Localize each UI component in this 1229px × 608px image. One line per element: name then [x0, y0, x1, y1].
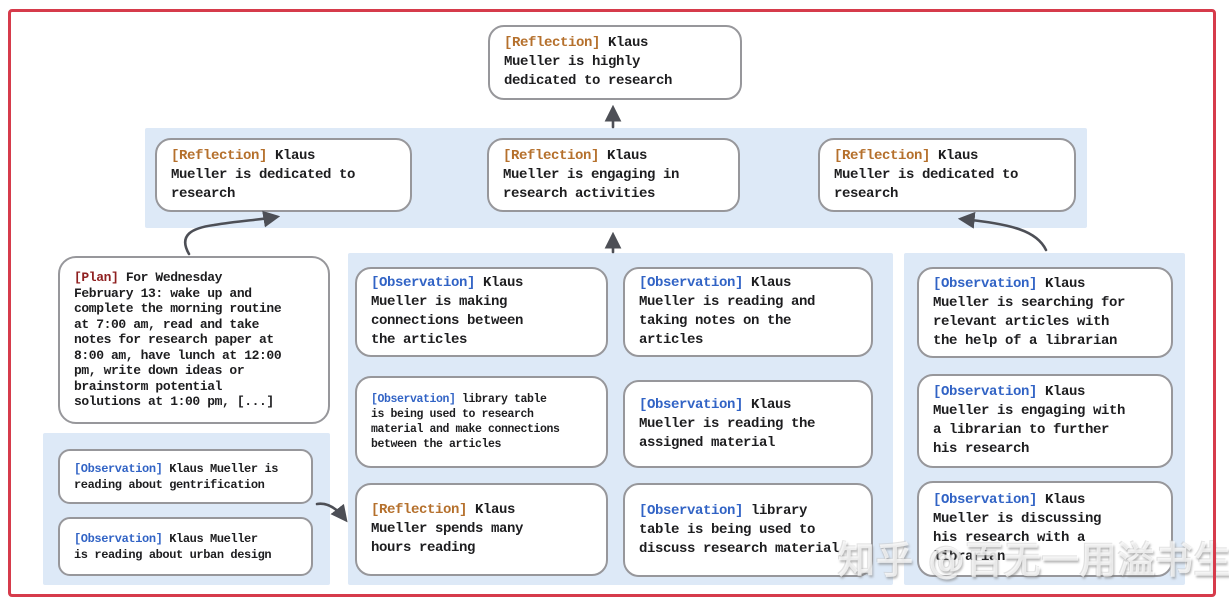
observation-label: [Observation]: [371, 393, 456, 406]
node-observation-library-table-discuss: [Observation] library table is being use…: [623, 483, 873, 577]
node-text: Klaus Mueller is dedicated to research: [834, 147, 1019, 202]
node-text: library table is being used to discuss r…: [639, 502, 840, 557]
node-text: Klaus Mueller is engaging with a librari…: [933, 384, 1126, 457]
node-text: Klaus Mueller is making connections betw…: [371, 275, 524, 348]
plan-label: [Plan]: [74, 270, 119, 286]
node-text: Klaus Mueller spends many hours reading: [371, 502, 524, 556]
observation-label: [Observation]: [933, 384, 1038, 400]
observation-label: [Observation]: [933, 492, 1038, 508]
node-observation-discussing-librarian: [Observation] Klaus Mueller is discussin…: [917, 481, 1173, 577]
reflection-label: [Reflection]: [504, 35, 601, 51]
reflection-label: [Reflection]: [503, 147, 600, 164]
node-reflection-2: [Reflection] Klaus Mueller is engaging i…: [487, 138, 740, 212]
node-text: For Wednesday February 13: wake up and c…: [74, 270, 282, 410]
observation-label: [Observation]: [74, 531, 163, 546]
node-text: Klaus Mueller is dedicated to research: [171, 147, 356, 202]
observation-label: [Observation]: [74, 461, 163, 476]
reflection-label: [Reflection]: [171, 147, 268, 164]
node-observation-searching-articles: [Observation] Klaus Mueller is searching…: [917, 267, 1173, 358]
node-reflection-1: [Reflection] Klaus Mueller is dedicated …: [155, 138, 412, 212]
node-plan: [Plan] For Wednesday February 13: wake u…: [58, 256, 330, 424]
node-text: Klaus Mueller is highly dedicated to res…: [504, 35, 673, 89]
node-text: Klaus Mueller is discussing his research…: [933, 492, 1102, 565]
node-text: Klaus Mueller is reading about gentrific…: [74, 461, 279, 492]
node-observation-assigned-material: [Observation] Klaus Mueller is reading t…: [623, 380, 873, 468]
observation-label: [Observation]: [933, 275, 1038, 292]
node-observation-urban-design: [Observation] Klaus Mueller is reading a…: [58, 517, 313, 576]
node-observation-taking-notes: [Observation] Klaus Mueller is reading a…: [623, 267, 873, 357]
node-observation-gentrification: [Observation] Klaus Mueller is reading a…: [58, 449, 313, 504]
node-observation-engaging-librarian: [Observation] Klaus Mueller is engaging …: [917, 374, 1173, 468]
reflection-label: [Reflection]: [371, 502, 468, 518]
observation-label: [Observation]: [639, 275, 744, 291]
node-text: library table is being used to research …: [371, 393, 560, 451]
node-text: Klaus Mueller is engaging in research ac…: [503, 147, 680, 202]
zhihu-watermark: 知乎 @百无一用溢书生: [838, 539, 1229, 582]
reflection-label: [Reflection]: [834, 147, 931, 164]
node-observation-making-connections: [Observation] Klaus Mueller is making co…: [355, 267, 608, 357]
observation-label: [Observation]: [639, 396, 744, 413]
node-text: Klaus Mueller is searching for relevant …: [933, 275, 1126, 349]
node-observation-library-table-research: [Observation] library table is being use…: [355, 376, 608, 468]
node-root-reflection: [Reflection] Klaus Mueller is highly ded…: [488, 25, 742, 100]
observation-label: [Observation]: [371, 275, 476, 291]
node-text: Klaus Mueller is reading about urban des…: [74, 531, 272, 562]
node-text: Klaus Mueller is reading and taking note…: [639, 275, 816, 348]
node-reflection-3: [Reflection] Klaus Mueller is dedicated …: [818, 138, 1076, 212]
node-reflection-spends-hours-reading: [Reflection] Klaus Mueller spends many h…: [355, 483, 608, 576]
observation-label: [Observation]: [639, 502, 744, 519]
node-text: Klaus Mueller is reading the assigned ma…: [639, 396, 816, 451]
